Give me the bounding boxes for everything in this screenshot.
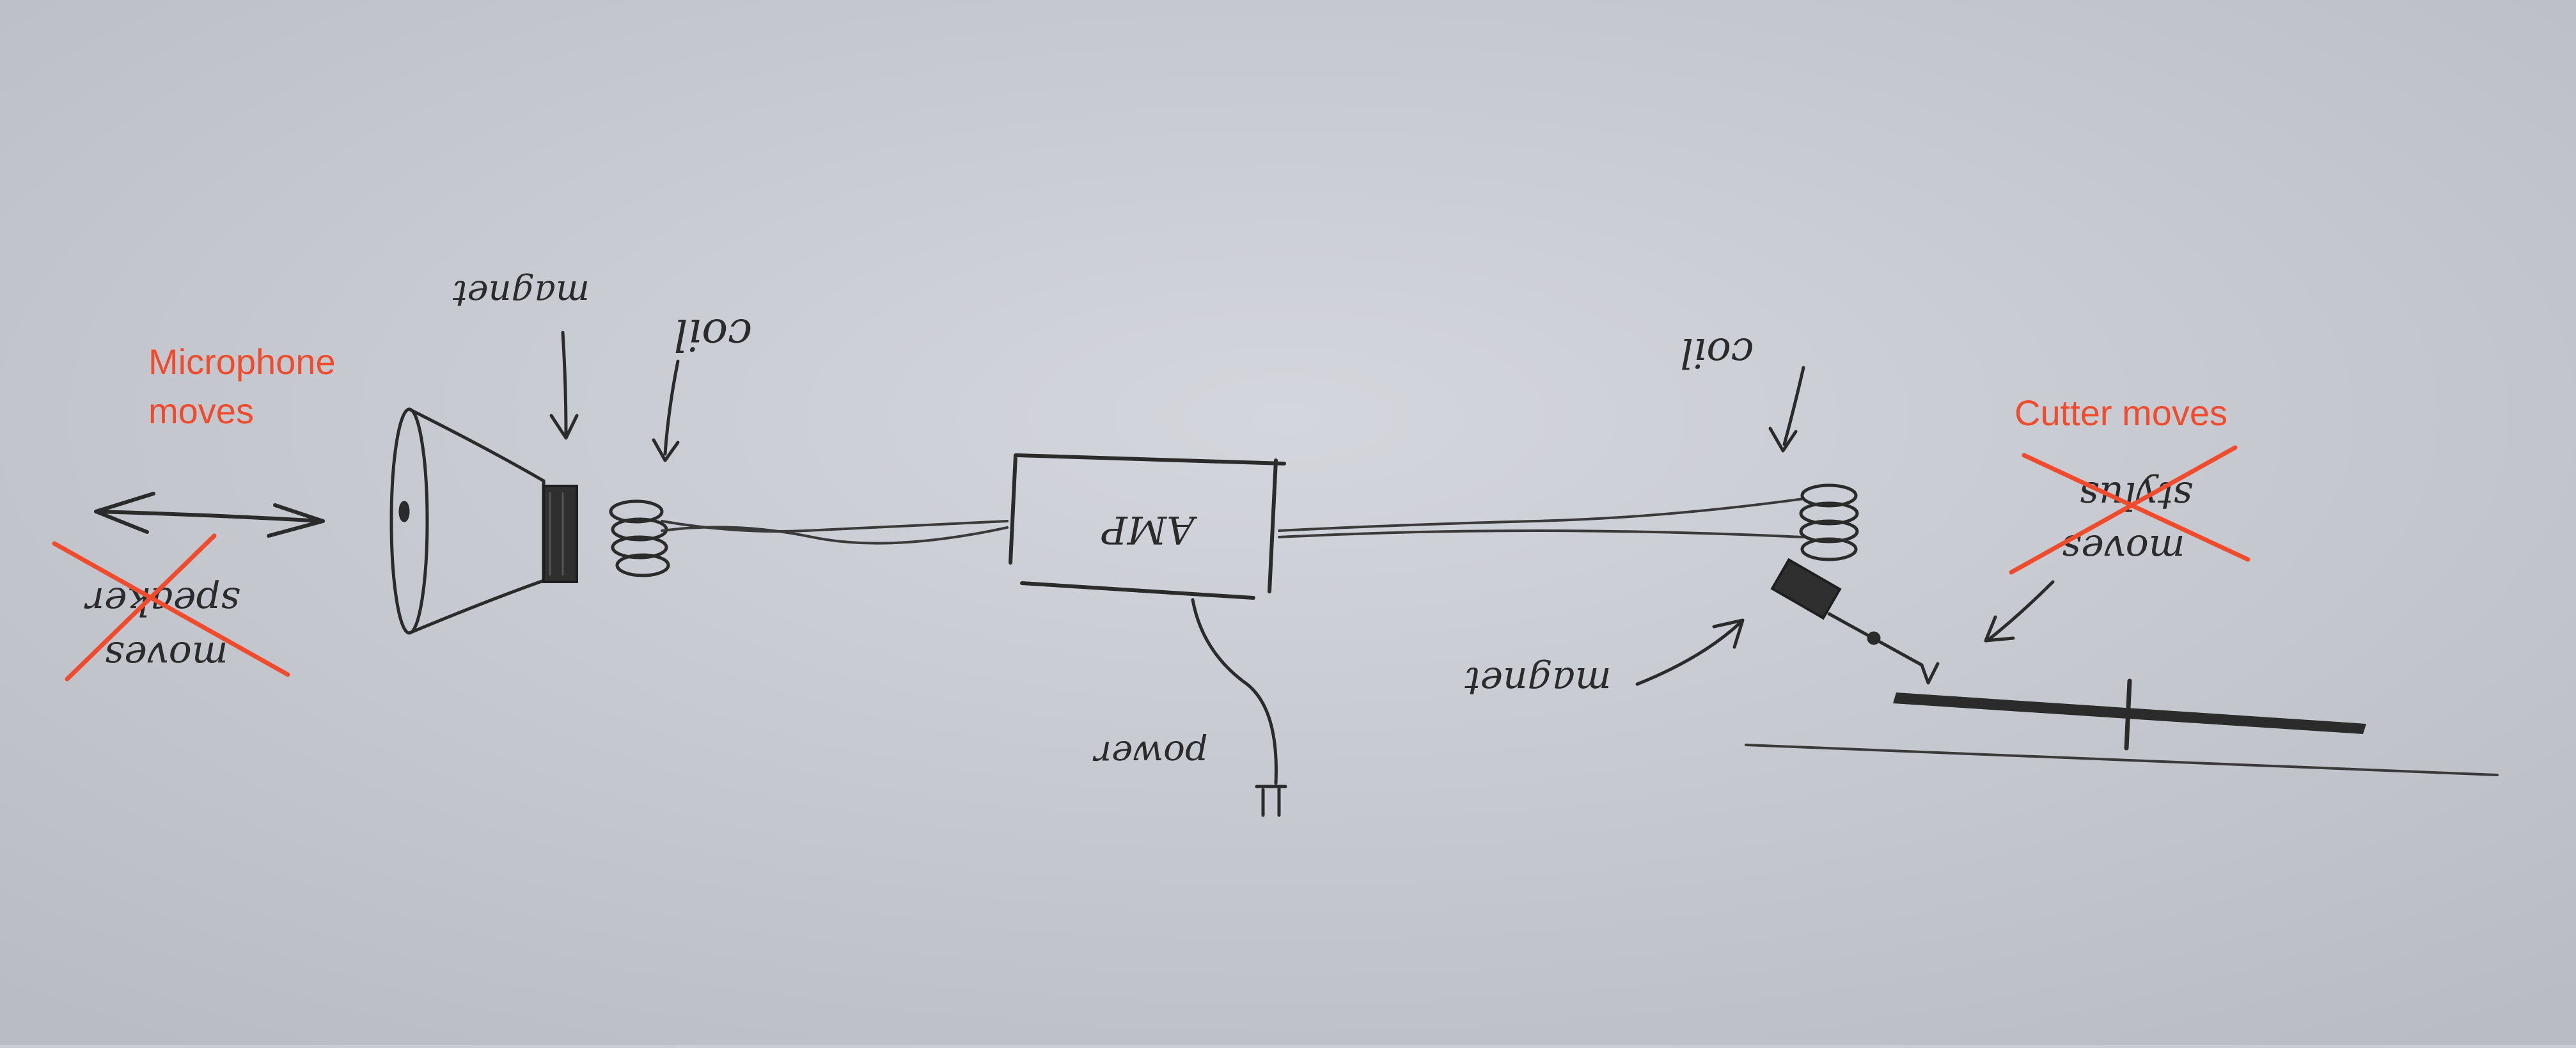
- magnet-right: [1770, 558, 1842, 620]
- record-disc: [1745, 678, 2499, 776]
- arrow-magnet-right: [1635, 618, 1745, 686]
- microphone-motion-arrow: [94, 492, 325, 538]
- magnet-left-label: magnet: [452, 272, 590, 314]
- arrow-magnet-left: [549, 331, 579, 440]
- magnet-left: [542, 485, 578, 583]
- arrow-coil-right: [1768, 366, 1805, 453]
- microphone-annotation-line2: moves: [148, 391, 254, 431]
- coil-right: [1799, 483, 1859, 561]
- wire-left: [661, 520, 1009, 545]
- arrow-cutter: [1984, 580, 2055, 643]
- coil-right-label: coil: [1680, 329, 1754, 376]
- strikeout-stylus: [2009, 445, 2250, 575]
- coil-left: [609, 499, 670, 577]
- cutter-annotation: Cutter moves: [2014, 393, 2227, 433]
- power-label: power: [1092, 733, 1208, 774]
- microphone-annotation-line1: Microphone: [148, 341, 336, 382]
- amp-box: [1009, 453, 1286, 600]
- stylus-arm: [1827, 612, 1940, 685]
- wire-right: [1278, 497, 1805, 538]
- arrow-coil-left: [652, 359, 680, 462]
- amp-label: AMP: [1101, 507, 1198, 552]
- magnet-right-label: magnet: [1464, 659, 1611, 703]
- strikeout-speaker: [52, 533, 290, 682]
- power-cord: [1191, 598, 1287, 817]
- coil-left-label: coil: [674, 309, 753, 359]
- speaker-label-line2: moves: [104, 633, 228, 678]
